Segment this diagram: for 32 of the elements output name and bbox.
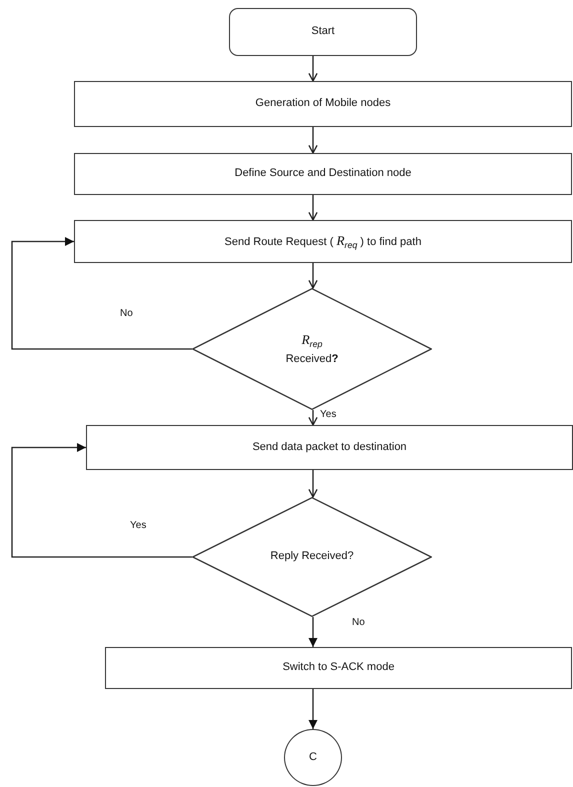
- process-box: [86, 425, 573, 470]
- process-box: [74, 153, 572, 195]
- decision-diamond: [192, 288, 432, 410]
- arrow: [308, 470, 318, 498]
- arrow: [308, 195, 318, 221]
- node-text: Switch to S-ACK mode: [282, 660, 394, 676]
- loop-arrow: [11, 237, 192, 350]
- node-text: Send data packet to destination: [252, 440, 407, 455]
- loop-arrow: [11, 443, 192, 558]
- decision-diamond: [192, 497, 432, 617]
- node-text: Generation of Mobile nodes: [255, 96, 391, 112]
- node-text: Send Route Request ( R$_{req}$ ) to find path: [224, 232, 422, 253]
- edge-label: No: [118, 308, 135, 319]
- arrow: [308, 263, 318, 289]
- node-text: C: [309, 750, 317, 765]
- arrow: [308, 410, 318, 426]
- node-text: Define Source and Destination node: [234, 166, 412, 182]
- edge-label: Yes: [128, 520, 148, 531]
- node-text: Reply Received?: [270, 549, 354, 564]
- process-box: [74, 81, 572, 127]
- edge-label: No: [350, 617, 367, 628]
- arrow: [308, 617, 318, 647]
- node-text: Start: [311, 24, 335, 40]
- arrow: [308, 56, 318, 82]
- edge-label: Yes: [318, 409, 338, 420]
- arrow: [308, 689, 318, 729]
- process-box: [105, 647, 572, 689]
- arrow: [308, 127, 318, 154]
- process-box: [74, 220, 572, 263]
- terminal-box: [229, 8, 417, 56]
- node-text: Received?: [286, 352, 338, 368]
- node-text: R$_{rep}$: [302, 331, 322, 352]
